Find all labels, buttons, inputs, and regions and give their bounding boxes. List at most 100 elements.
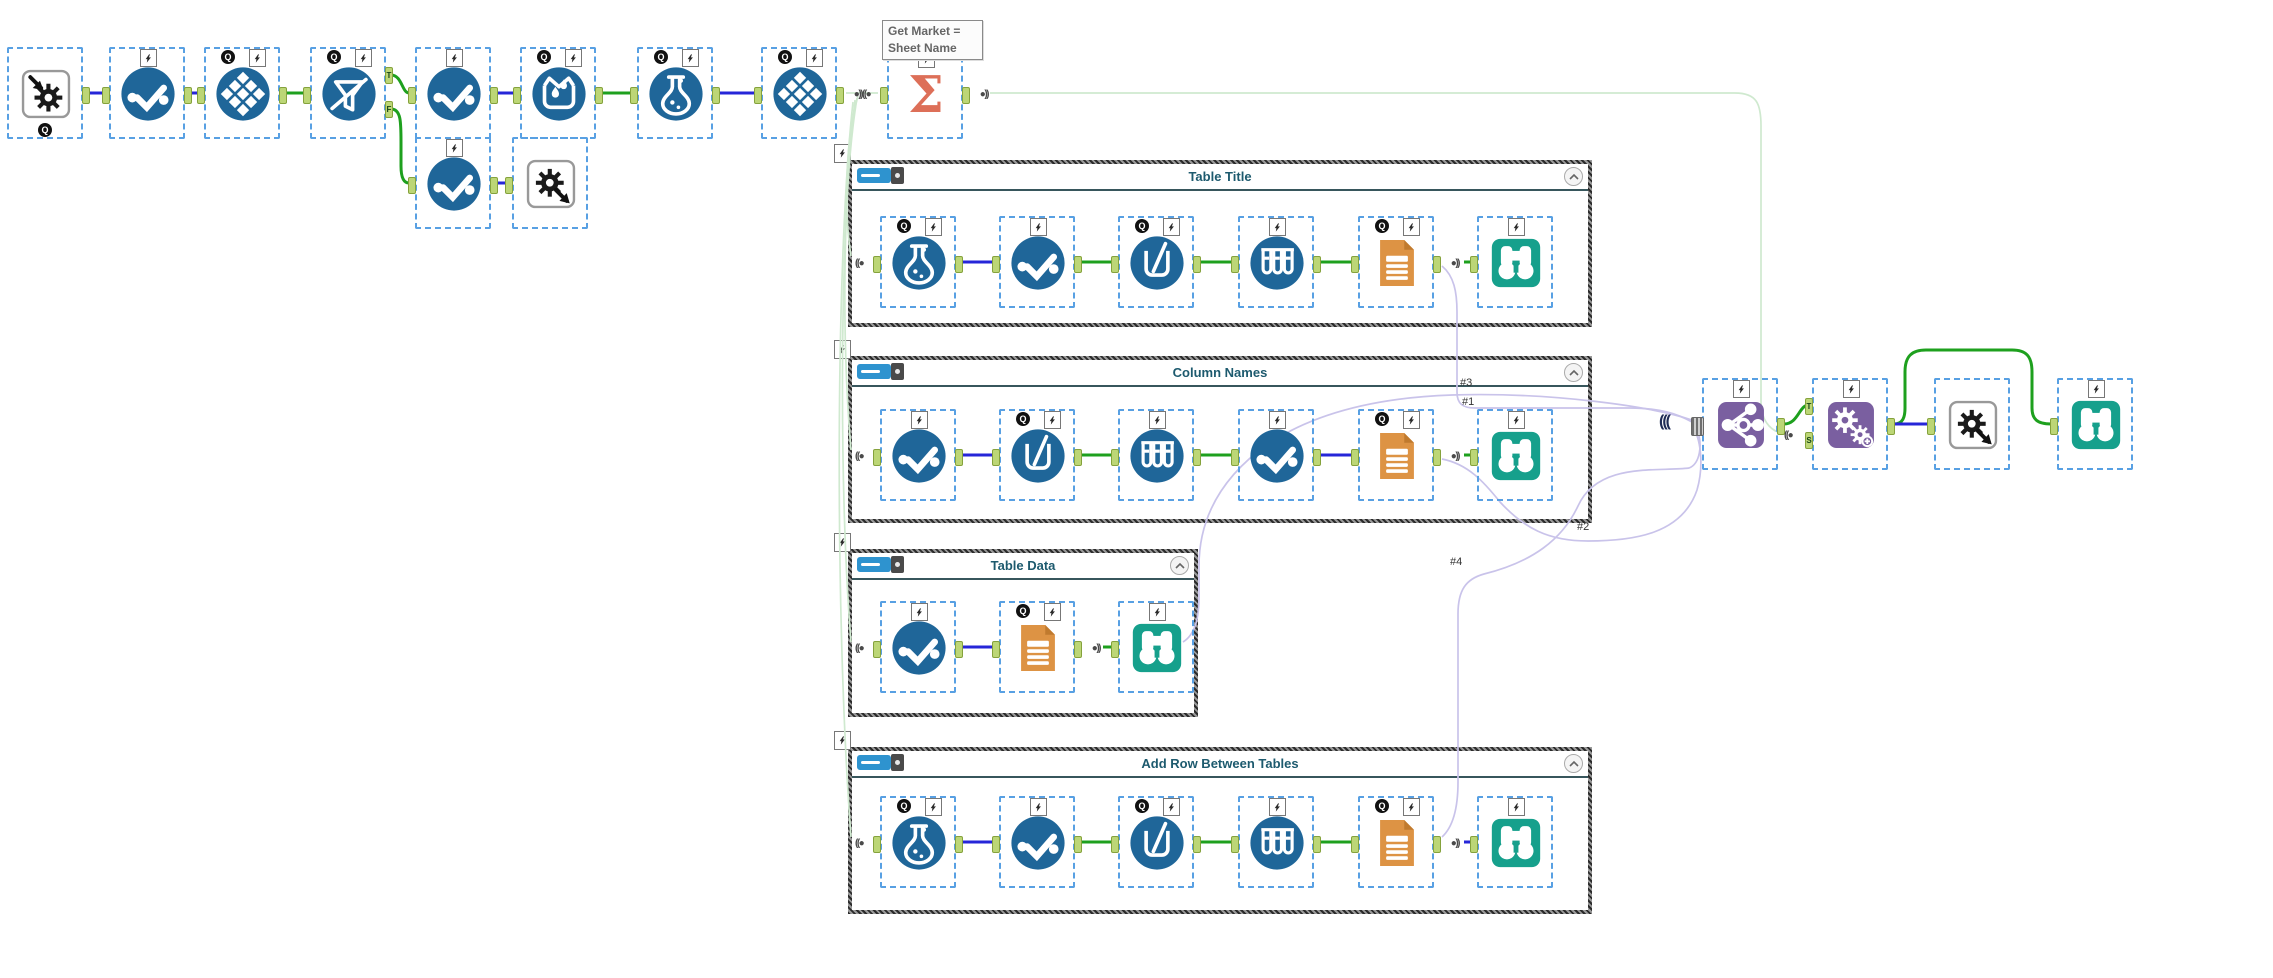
input-anchor[interactable] <box>873 256 881 273</box>
output-anchor[interactable] <box>1433 256 1441 273</box>
tool-table[interactable]: Q●)) <box>1351 216 1461 308</box>
comment-box[interactable]: Get Market = Sheet Name <box>882 20 983 60</box>
input-anchor[interactable] <box>992 256 1000 273</box>
input-anchor[interactable] <box>992 836 1000 853</box>
output-anchor[interactable] <box>490 87 498 104</box>
output-anchor[interactable] <box>955 641 963 658</box>
output-anchor[interactable] <box>1074 449 1082 466</box>
input-anchor[interactable] <box>505 177 513 194</box>
container-table-title[interactable]: Table Title <box>834 144 1592 327</box>
output-anchor[interactable] <box>184 87 192 104</box>
toggle-knob[interactable] <box>891 363 904 380</box>
connection-wire[interactable] <box>1441 265 1693 423</box>
output-anchor[interactable] <box>1074 836 1082 853</box>
tool-union-macro[interactable]: ((( <box>1659 378 1785 470</box>
output-anchor[interactable] <box>279 87 287 104</box>
output-anchor[interactable] <box>1074 256 1082 273</box>
connection-wire[interactable] <box>841 99 856 643</box>
tool-macro-output[interactable] <box>1927 378 2010 470</box>
output-anchor[interactable] <box>955 836 963 853</box>
input-anchor[interactable] <box>408 177 416 194</box>
input-anchor[interactable] <box>1231 836 1239 853</box>
container-enable-toggle[interactable] <box>857 754 904 771</box>
container-header[interactable]: Table Title <box>852 164 1588 191</box>
tool-macro-output[interactable] <box>505 137 588 229</box>
tool-multi-field-formula[interactable] <box>1231 216 1321 308</box>
output-anchor[interactable] <box>836 87 844 104</box>
target-input-anchor[interactable]: T <box>1805 398 1813 415</box>
input-anchor[interactable] <box>992 641 1000 658</box>
connection-wire[interactable] <box>1182 393 1693 643</box>
output-anchor[interactable] <box>1313 449 1321 466</box>
collapse-button[interactable] <box>1564 167 1583 186</box>
tool-multi-field-formula[interactable] <box>1111 409 1201 501</box>
tool-select[interactable] <box>408 47 498 139</box>
container-header[interactable]: Column Names <box>852 360 1588 387</box>
connection-wire[interactable] <box>1441 429 1701 838</box>
tool-macro-input[interactable]: Q <box>7 47 90 139</box>
tool-select[interactable] <box>102 47 192 139</box>
input-anchor[interactable] <box>873 449 881 466</box>
output-anchor[interactable] <box>490 177 498 194</box>
input-anchor[interactable] <box>754 87 762 104</box>
input-anchor[interactable] <box>303 87 311 104</box>
connection-wire[interactable] <box>838 101 854 838</box>
input-anchor[interactable] <box>197 87 205 104</box>
output-anchor[interactable] <box>712 87 720 104</box>
tool-multi-field-formula[interactable] <box>1231 796 1321 888</box>
toggle-knob[interactable] <box>891 556 904 573</box>
container-add-row-between-tables[interactable]: Add Row Between Tables <box>834 731 1592 914</box>
collapse-button[interactable] <box>1170 556 1189 575</box>
output-anchor[interactable] <box>962 87 970 104</box>
tool-select[interactable]: ((● <box>855 601 963 693</box>
container-enable-toggle[interactable] <box>857 167 904 184</box>
tool-browse[interactable] <box>1470 409 1553 501</box>
tool-select[interactable] <box>408 137 498 229</box>
tool-union[interactable]: Q <box>513 47 603 139</box>
output-anchor[interactable] <box>1777 418 1785 435</box>
tool-browse[interactable] <box>2050 378 2133 470</box>
tool-browse[interactable] <box>1111 601 1194 693</box>
container-enable-toggle[interactable] <box>857 363 904 380</box>
input-anchor[interactable] <box>873 641 881 658</box>
tool-formula[interactable]: Q((● <box>855 796 963 888</box>
input-anchor[interactable] <box>1927 418 1935 435</box>
input-anchor[interactable] <box>1351 836 1359 853</box>
input-anchor[interactable] <box>408 87 416 104</box>
tool-table[interactable]: Q●)) <box>992 601 1102 693</box>
input-anchor[interactable] <box>1111 449 1119 466</box>
tool-table[interactable]: Q●)) <box>1351 796 1461 888</box>
input-anchor[interactable] <box>2050 418 2058 435</box>
false-output-anchor[interactable]: F <box>385 101 393 118</box>
collapse-button[interactable] <box>1564 363 1583 382</box>
tool-select[interactable] <box>1231 409 1321 501</box>
input-anchor[interactable] <box>1111 256 1119 273</box>
tool-select[interactable] <box>992 796 1082 888</box>
output-anchor[interactable] <box>955 449 963 466</box>
input-anchor[interactable] <box>1351 256 1359 273</box>
input-anchor[interactable] <box>1111 836 1119 853</box>
tool-select[interactable]: ((● <box>855 409 963 501</box>
output-anchor[interactable] <box>1313 836 1321 853</box>
connection-wire[interactable] <box>390 73 410 95</box>
output-anchor[interactable] <box>1887 418 1895 435</box>
input-anchor[interactable] <box>1231 256 1239 273</box>
tool-browse[interactable] <box>1470 216 1553 308</box>
container-header[interactable]: Add Row Between Tables <box>852 751 1588 778</box>
input-anchor[interactable] <box>1111 641 1119 658</box>
tool-multi-row-formula[interactable]: Q <box>1111 796 1201 888</box>
connection-wire[interactable] <box>990 92 1784 435</box>
connection-wire[interactable] <box>1893 348 2052 426</box>
collapse-button[interactable] <box>1564 754 1583 773</box>
tool-formula[interactable]: Q((● <box>855 216 963 308</box>
input-anchor[interactable] <box>513 87 521 104</box>
output-anchor[interactable] <box>955 256 963 273</box>
source-input-anchor[interactable]: S <box>1805 432 1813 449</box>
toggle-knob[interactable] <box>891 167 904 184</box>
tool-cross-tab[interactable]: Q <box>197 47 287 139</box>
output-anchor[interactable] <box>1433 449 1441 466</box>
tool-multi-row-formula[interactable]: Q <box>992 409 1082 501</box>
output-anchor[interactable] <box>1074 641 1082 658</box>
container-column-names[interactable]: Column Names <box>834 340 1592 523</box>
